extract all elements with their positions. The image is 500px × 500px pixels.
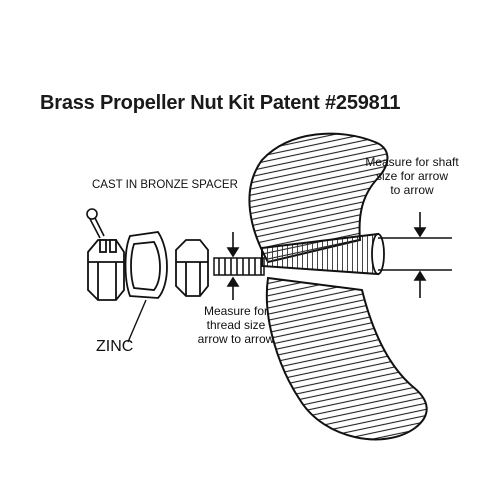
cotter-pin [86, 208, 105, 239]
thread-measure-label: Measure for thread size arrow to arrow [186, 304, 286, 346]
shaft-size-arrows [378, 212, 452, 298]
thread-size-arrows [226, 232, 240, 300]
castle-nut [87, 239, 125, 301]
zinc-label: ZINC [96, 338, 134, 355]
thread-label-line-2: thread size [206, 317, 266, 332]
bronze-spacer [124, 231, 168, 299]
shaft-label-line-3: to arrow [390, 182, 434, 197]
shaft-label-line-1: Measure for shaft [365, 155, 459, 169]
diagram-title: Brass Propeller Nut Kit Patent #259811 [40, 92, 401, 114]
hub-end [371, 233, 385, 275]
zinc-leader-line [127, 299, 147, 343]
shaft-label-line-2: size for arrow [375, 168, 449, 183]
propeller-blade-upper [248, 132, 389, 264]
propeller-blade-lower [265, 276, 428, 441]
spacer-label: CAST IN BRONZE SPACER [92, 179, 238, 191]
zinc-nut [175, 239, 209, 297]
thread-label-line-1: Measure for [203, 304, 269, 318]
shaft-measure-label: Measure for shaft size for arrow to arro… [362, 155, 462, 197]
threaded-stud [213, 257, 265, 276]
thread-label-line-3: arrow to arrow [197, 331, 275, 346]
